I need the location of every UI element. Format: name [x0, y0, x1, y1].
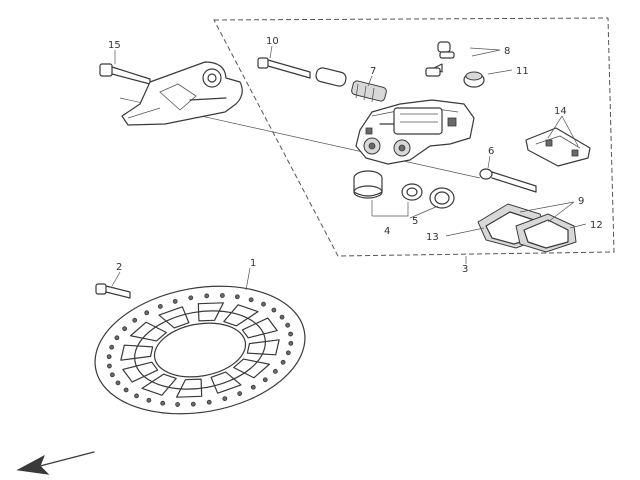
- disc-cutout: [129, 321, 167, 342]
- callout-8: 8: [504, 46, 510, 57]
- disc-cutout: [197, 302, 224, 322]
- pin-boot-7: [315, 67, 387, 103]
- caliper-assembly-boundary: [213, 17, 615, 257]
- disc-hole: [250, 384, 256, 390]
- callout-3: 3: [462, 264, 468, 275]
- piston-4: [353, 170, 383, 199]
- slide-pin-6: [479, 168, 537, 193]
- disc-hole: [204, 293, 210, 299]
- disc-hole: [285, 350, 291, 356]
- disc-cutout: [141, 373, 177, 396]
- callout-2: 2: [116, 262, 122, 273]
- disc-cutout: [210, 371, 242, 394]
- disc-hole: [285, 322, 291, 328]
- disc-cutout: [176, 378, 203, 398]
- disc-hole: [288, 331, 294, 337]
- disc-hole: [234, 294, 240, 300]
- disc-hole: [280, 359, 286, 365]
- disc-hole: [160, 400, 166, 406]
- disc-hole: [219, 293, 225, 298]
- disc-cutout: [120, 344, 154, 361]
- callout-10: 10: [266, 36, 279, 47]
- disc-cutout: [241, 317, 278, 339]
- disc-hole: [288, 340, 294, 346]
- callout-14: 14: [554, 106, 567, 117]
- front-arrow-icon: [16, 451, 95, 475]
- callout-7: 7: [370, 66, 376, 77]
- disc-hole: [132, 317, 138, 323]
- disc-hole: [272, 368, 278, 374]
- callout-15: 15: [108, 40, 121, 51]
- disc-hole: [144, 310, 150, 316]
- caliper-body: [355, 99, 475, 165]
- disc-hole: [106, 354, 112, 360]
- leader-lines: [111, 45, 587, 291]
- disc-hole: [206, 399, 212, 405]
- disc-hole: [271, 307, 277, 313]
- disc-cutout: [122, 361, 159, 383]
- disc-hole: [157, 304, 163, 309]
- disc-cutout: [246, 339, 280, 356]
- disc-bolt-2: [95, 283, 131, 299]
- disc-hole: [134, 393, 139, 399]
- callout-5: 5: [412, 216, 418, 227]
- pad-spring-14: [525, 127, 591, 167]
- disc-hole: [122, 326, 128, 332]
- slide-pin-10: [257, 57, 311, 79]
- disc-hole: [172, 298, 178, 304]
- brake-pads-9: [477, 203, 577, 253]
- callout-1: 1: [250, 258, 256, 269]
- disc-hole: [262, 377, 268, 383]
- callout-11: 11: [516, 66, 529, 77]
- callout-13: 13: [426, 232, 439, 243]
- disc-cutout: [223, 304, 259, 327]
- disc-hole: [190, 401, 196, 407]
- caliper-bracket: [121, 61, 243, 126]
- disc-cutout: [233, 358, 271, 379]
- brake-disc-1: [94, 285, 306, 415]
- cap-11: [463, 71, 485, 88]
- disc-hole: [109, 372, 115, 378]
- disc-hole: [175, 402, 181, 407]
- disc-hole: [261, 301, 266, 307]
- disc-hole: [237, 391, 243, 396]
- disc-hole: [248, 297, 254, 303]
- callout-9: 9: [578, 196, 584, 207]
- disc-cutout: [158, 306, 190, 329]
- bleed-screw-8: [425, 41, 455, 77]
- disc-hole: [109, 344, 115, 350]
- disc-holes: [106, 293, 294, 407]
- disc-hole: [188, 295, 194, 301]
- disc-spokes: [120, 302, 280, 398]
- callout-6: 6: [488, 146, 494, 157]
- disc-hole: [222, 396, 228, 402]
- disc-hole: [106, 363, 112, 369]
- disc-hole: [114, 335, 120, 341]
- disc-hole: [146, 397, 152, 403]
- callout-12: 12: [590, 220, 603, 231]
- callout-4: 4: [384, 226, 390, 237]
- disc-hole: [115, 380, 121, 386]
- bolt-15: [99, 63, 151, 85]
- disc-hole: [279, 314, 285, 320]
- piston-seals-5: [401, 183, 455, 209]
- disc-hole: [123, 387, 129, 393]
